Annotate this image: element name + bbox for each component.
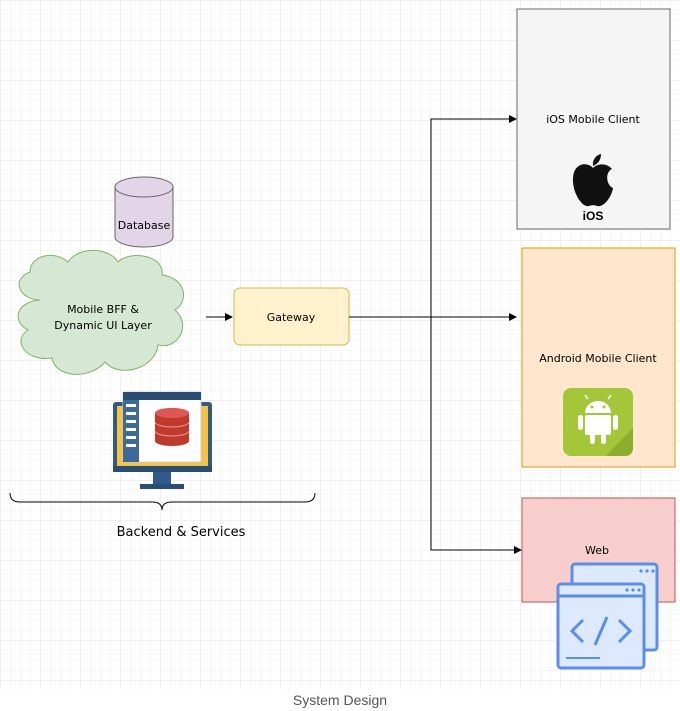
gateway-to-web-arrow bbox=[430, 317, 522, 554]
database-node[interactable]: Database bbox=[114, 176, 174, 248]
gateway-to-ios-arrow bbox=[430, 115, 517, 317]
mobile-bff-cloud[interactable]: Mobile BFF & Dynamic UI Layer bbox=[17, 249, 185, 375]
android-icon bbox=[563, 388, 633, 456]
gateway-label: Gateway bbox=[267, 311, 316, 324]
android-client-node[interactable]: Android Mobile Client bbox=[521, 247, 676, 468]
bff-label-line1: Mobile BFF & bbox=[67, 303, 139, 316]
ios-client-node[interactable]: iOS Mobile Client iOS bbox=[516, 8, 671, 230]
gateway-node[interactable]: Gateway bbox=[233, 287, 350, 346]
diagram-canvas: Database Mobile BFF & Dynamic UI Layer G… bbox=[0, 0, 680, 690]
bff-label-line2: Dynamic UI Layer bbox=[54, 319, 152, 332]
ios-logo-text: iOS bbox=[583, 209, 604, 223]
backend-group-brace bbox=[9, 492, 316, 511]
ios-client-label: iOS Mobile Client bbox=[546, 113, 640, 126]
server-database-monitor-icon bbox=[113, 391, 212, 489]
gateway-connectors bbox=[349, 115, 522, 554]
apple-icon bbox=[572, 154, 613, 207]
code-window-icon bbox=[556, 562, 659, 670]
android-client-label: Android Mobile Client bbox=[539, 352, 657, 365]
backend-services-label: Backend & Services bbox=[117, 525, 246, 540]
web-client-label: Web bbox=[585, 544, 609, 557]
figure-caption: System Design bbox=[292, 692, 388, 708]
database-label: Database bbox=[118, 219, 171, 232]
